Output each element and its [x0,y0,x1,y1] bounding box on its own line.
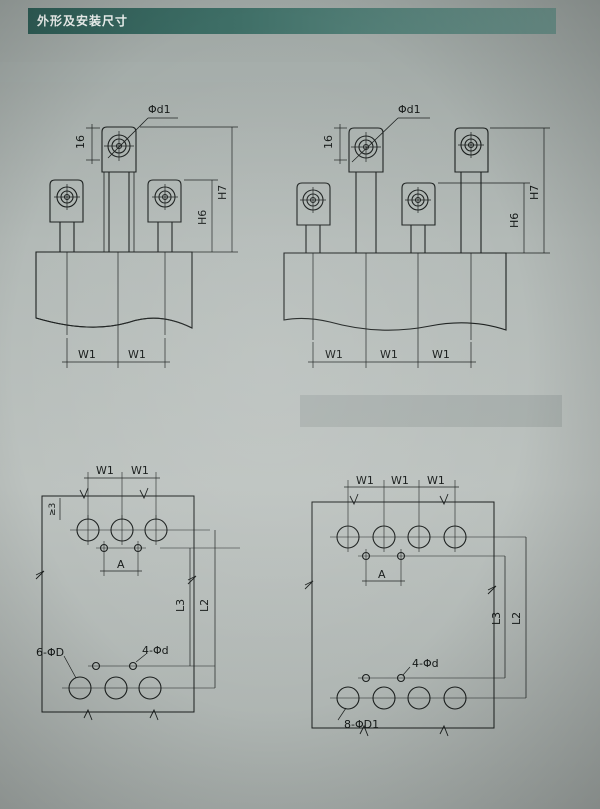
terminal-1 [296,182,331,226]
label-h6: H6 [196,210,209,225]
side-view-left [35,117,238,368]
label-h7: H7 [216,185,229,200]
base-block [283,252,507,331]
terminal-3 [401,182,436,226]
label-w1: W1 [131,464,149,477]
label-w1: W1 [96,464,114,477]
label-6-phi-d: 6-ΦD [36,646,64,659]
section-header-bar [28,8,556,34]
label-w1: W1 [128,348,146,361]
label-h6: H6 [508,213,521,228]
label-a: A [117,558,125,571]
label-min-3: ≥3 [48,503,58,516]
label-w1: W1 [78,348,96,361]
faint-table-band [300,395,562,427]
label-w1: W1 [325,348,343,361]
label-phi-d1: Φd1 [398,103,421,116]
label-h7: H7 [528,185,541,200]
section-title: 外形及安装尺寸 [37,14,129,28]
label-w1: W1 [427,474,445,487]
label-8-phi-d1: 8-ΦD1 [344,718,379,731]
label-w1: W1 [391,474,409,487]
label-dim-16: 16 [74,135,87,149]
terminal-right [147,179,182,223]
label-a: A [378,568,386,581]
label-phi-d1: Φd1 [148,103,171,116]
faint-table-band [0,62,380,82]
base-block [35,251,193,329]
side-view-right [283,117,550,368]
label-l3: L3 [490,612,503,625]
label-l3: L3 [174,599,187,612]
top-view-right [304,480,527,737]
terminal-left [49,179,84,223]
terminal-center [101,126,137,173]
label-l2: L2 [510,612,523,625]
label-w1: W1 [432,348,450,361]
terminal-2 [348,127,384,173]
label-w1: W1 [356,474,374,487]
label-4-phi-d: 4-Φd [412,657,439,670]
label-dim-16: 16 [322,135,335,149]
label-w1: W1 [380,348,398,361]
top-view-left [35,472,240,721]
label-l2: L2 [198,599,211,612]
label-4-phi-d: 4-Φd [142,644,169,657]
terminal-4 [454,127,489,173]
